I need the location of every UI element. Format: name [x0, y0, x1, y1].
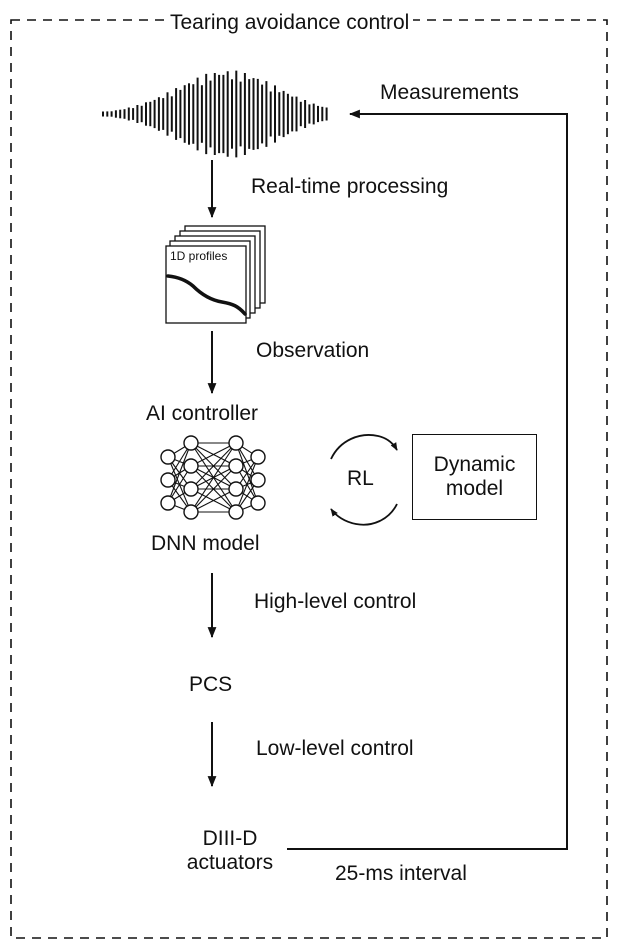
rl-top-arc [330, 434, 398, 460]
network-node [228, 504, 244, 520]
network-edge [190, 488, 237, 513]
dynamic-model-label: Dynamic model [433, 453, 516, 500]
interval-label: 25-ms interval [335, 862, 467, 885]
network-node [250, 495, 266, 511]
network-node [160, 449, 176, 465]
observation-label: Observation [256, 339, 370, 362]
dashed-frame [10, 19, 608, 939]
network-node [228, 481, 244, 497]
high-level-control-label: High-level control [254, 590, 417, 613]
rl-label: RL [347, 467, 374, 490]
network-node [250, 472, 266, 488]
profile-curve [166, 274, 247, 316]
network-edge [235, 456, 259, 513]
low-level-control-label: Low-level control [256, 737, 414, 760]
dnn-model-label: DNN model [151, 532, 260, 555]
network-edge [190, 465, 237, 513]
diagram-title: Tearing avoidance control [166, 11, 414, 35]
network-node [183, 481, 199, 497]
network-node [183, 504, 199, 520]
feedback-loop-arrow [287, 109, 568, 850]
diii-d-actuators-label: DIII-D actuators [186, 827, 274, 874]
pcs-label: PCS [189, 673, 233, 696]
network-edge [190, 442, 237, 513]
network-edge [190, 442, 237, 467]
real-time-processing-label: Real-time processing [251, 175, 449, 198]
network-node [183, 458, 199, 474]
network-node [228, 435, 244, 451]
network-node [160, 472, 176, 488]
waveform-icon [102, 70, 328, 158]
network-node [228, 458, 244, 474]
network-edge [190, 442, 237, 490]
network-node [250, 449, 266, 465]
profiles-label: 1D profiles [170, 249, 228, 263]
network-node [160, 495, 176, 511]
network-edge [167, 442, 192, 504]
dynamic-model-box: Dynamic model [412, 434, 537, 520]
circular-arrows-icon [330, 434, 398, 526]
neural-network-icon [160, 435, 266, 520]
stacked-profile-sheets-icon [165, 225, 266, 324]
ai-controller-label: AI controller [146, 402, 259, 425]
network-node [183, 435, 199, 451]
rl-bottom-arc [330, 503, 398, 526]
measurements-label: Measurements [380, 81, 519, 104]
